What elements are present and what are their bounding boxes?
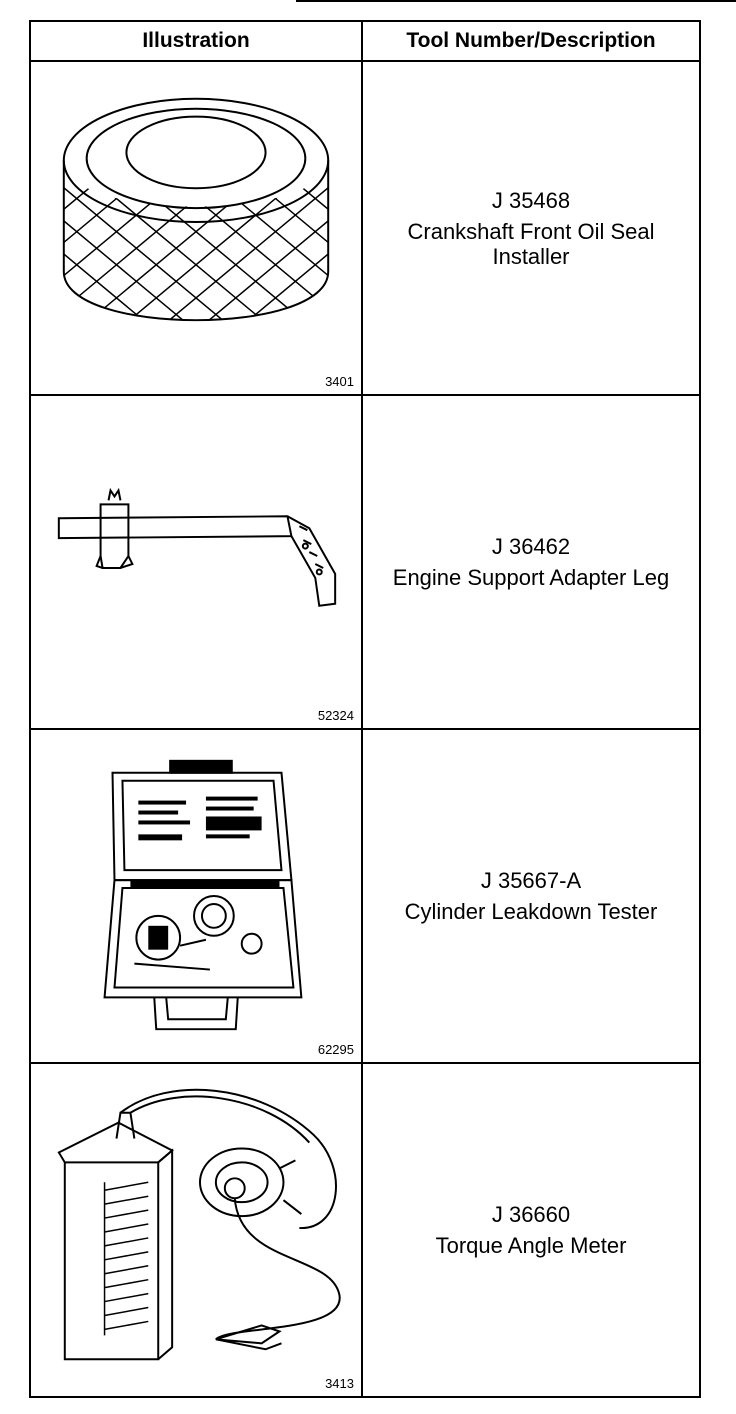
tool-description-cell: J 35667-A Cylinder Leakdown Tester [361,728,701,1064]
table-row: 3401 J 35468 Crankshaft Front Oil Seal I… [29,60,701,396]
adapter-leg-icon [57,487,337,607]
tool-number: J 35468 [491,187,571,213]
figure-number: 3401 [325,374,354,389]
torque-angle-meter-icon [57,1088,341,1361]
illustration-cell: 3413 [29,1062,363,1398]
top-rule [296,0,736,2]
illustration-cell: 52324 [29,394,363,730]
header-row: Illustration Tool Number/Description [29,20,701,62]
tool-description: Torque Angle Meter [435,1233,627,1258]
table-row: 62295 J 35667-A Cylinder Leakdown Tester [29,728,701,1064]
illustration-cell: 62295 [29,728,363,1064]
table-row: 52324 J 36462 Engine Support Adapter Leg [29,394,701,730]
tool-table: Illustration Tool Number/Description [29,20,701,1398]
tool-description: Crankshaft Front Oil Seal Installer [407,218,655,269]
tool-description-cell: J 36462 Engine Support Adapter Leg [361,394,701,730]
header-tool-description: Tool Number/Description [361,20,701,62]
illustration-cell: 3401 [29,60,363,396]
figure-number: 62295 [317,1042,354,1057]
tool-number: J 35667-A [480,868,582,893]
figure-number: 3413 [325,1376,354,1391]
figure-number: 52324 [317,708,354,723]
leakdown-tester-case-icon [103,759,303,1031]
table-row: 3413 J 36660 Torque Angle Meter [29,1062,701,1398]
tool-description: Engine Support Adapter Leg [392,565,670,590]
seal-installer-icon [62,97,330,322]
tool-description-cell: J 36660 Torque Angle Meter [361,1062,701,1398]
tool-number: J 36462 [491,534,571,559]
header-illustration: Illustration [29,20,363,62]
tool-description-cell: J 35468 Crankshaft Front Oil Seal Instal… [361,60,701,396]
tool-description: Cylinder Leakdown Tester [404,899,658,924]
tool-number: J 36660 [491,1202,571,1227]
